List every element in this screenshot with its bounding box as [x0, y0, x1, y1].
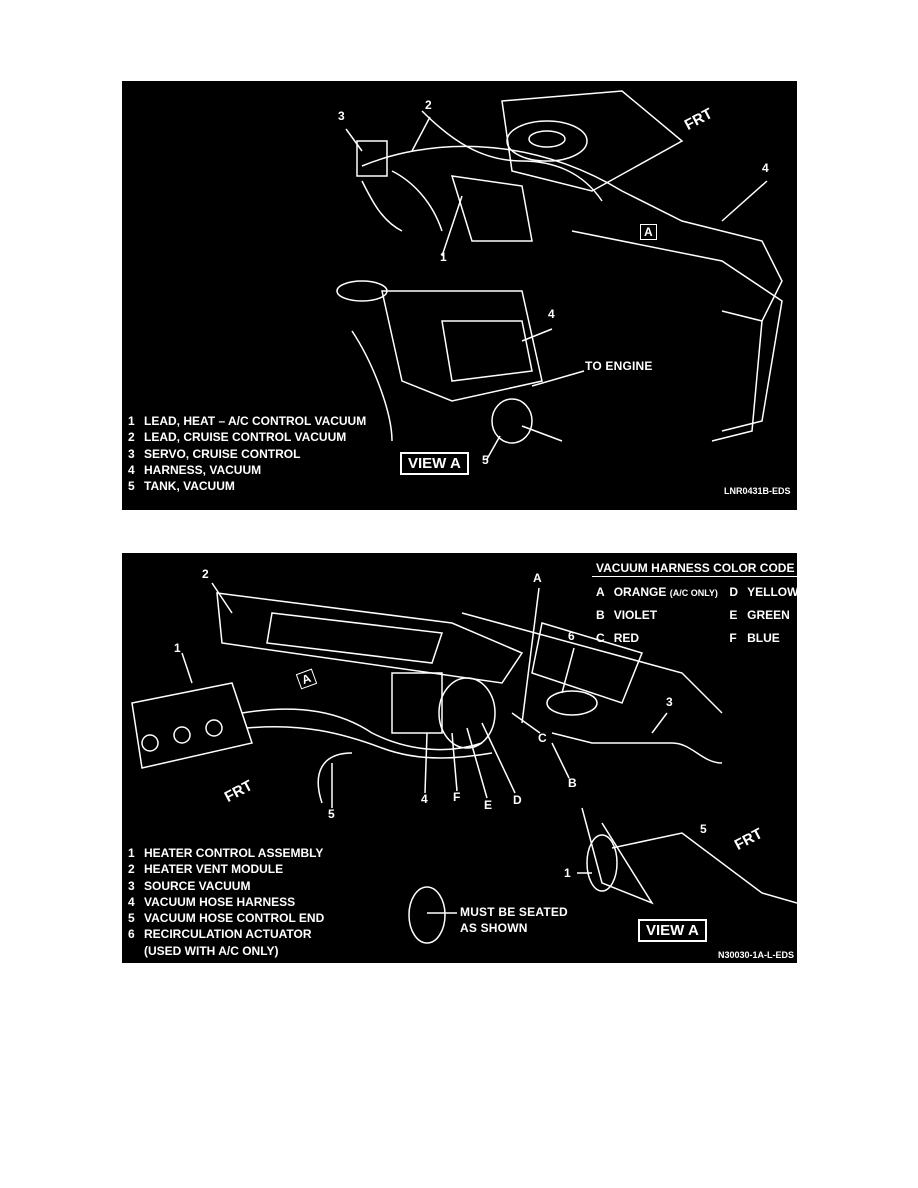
engine-compartment-drawing [336, 90, 783, 460]
callout-3: 3 [338, 109, 345, 123]
view-a-callout-5: 5 [700, 822, 707, 836]
to-engine-label: TO ENGINE [585, 359, 653, 373]
callout-5: 5 [482, 453, 489, 467]
view-a-label: VIEW A [638, 919, 707, 942]
color-code-row: A ORANGE (A/C ONLY) D YELLOW [596, 585, 797, 599]
callout-1: 1 [174, 641, 181, 655]
callout-f: F [453, 790, 461, 804]
callout-3: 3 [666, 695, 673, 709]
view-a-arrow-label: A [640, 224, 657, 240]
view-a-callout-1: 1 [564, 866, 571, 880]
seated-note-line1: MUST BE SEATED [460, 905, 568, 919]
callout-2: 2 [202, 567, 209, 581]
legend-item-note: (USED WITH A/C ONLY) [144, 943, 279, 958]
figure-heater-vacuum-harness: 2 1 A 6 3 C B D E F 4 5 A FRT VACUUM HAR… [122, 553, 797, 963]
seated-note-line2: AS SHOWN [460, 921, 528, 935]
figure-code: LNR0431B-EDS [724, 486, 791, 496]
color-code-row: C RED F BLUE [596, 631, 780, 645]
color-code-table: VACUUM HARNESS COLOR CODE A ORANGE (A/C … [592, 561, 797, 654]
callout-2: 2 [425, 98, 432, 112]
callout-d: D [513, 793, 522, 807]
callout-a: A [533, 571, 542, 585]
callout-4-view-a: 4 [548, 307, 555, 321]
callout-5: 5 [328, 807, 335, 821]
view-a-label: VIEW A [400, 452, 469, 475]
callout-b: B [568, 776, 577, 790]
heater-harness-drawing [131, 582, 797, 944]
callout-6: 6 [568, 629, 575, 643]
callout-c: C [538, 731, 547, 745]
color-code-title: VACUUM HARNESS COLOR CODE [592, 561, 797, 577]
color-code-row: B VIOLET E GREEN [596, 608, 790, 622]
callout-4: 4 [421, 792, 428, 806]
figure-code: N30030-1A-L-EDS [718, 950, 795, 960]
callout-4: 4 [762, 161, 769, 175]
callout-1: 1 [440, 250, 447, 264]
callout-e: E [484, 798, 493, 812]
